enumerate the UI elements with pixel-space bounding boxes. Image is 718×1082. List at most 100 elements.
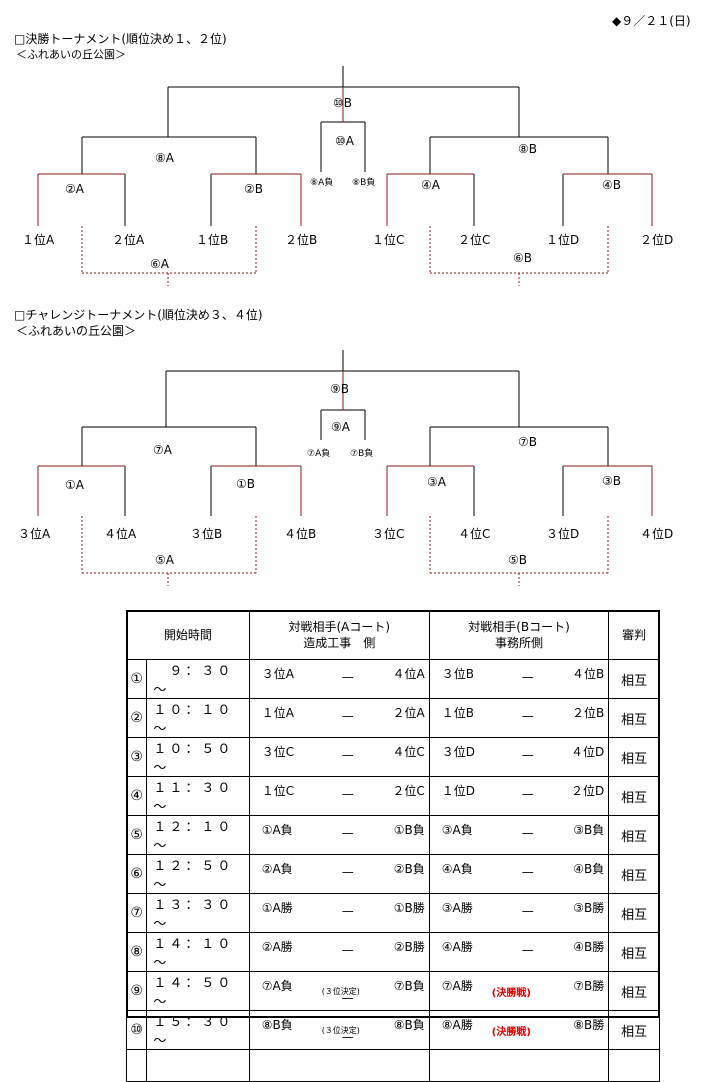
referee: 相互 [608,854,660,894]
start-time: １５：３０～ [146,1010,250,1050]
t2-q4-label: ③B [602,474,621,488]
team-right: ④B負 [573,861,605,876]
t1-cons1-label: ⑥A [150,257,169,271]
t2-mid-label: ⑨A [331,420,350,434]
referee: 相互 [608,659,660,699]
referee: 相互 [608,1010,660,1050]
court-b-match: ３位B—４位B [428,659,610,699]
t2-lsemi-label: ⑦A [153,443,172,457]
team-right: ４位D [571,744,605,759]
match-note: (３位決定) [321,986,360,996]
t1-team-4: ２位B [285,233,318,247]
team-right: ⑦B負 [393,978,425,993]
t1-lsemi-label: ⑧A [155,151,174,165]
referee: 相互 [608,815,660,855]
t2-team-4: ４位B [284,527,317,541]
match-number: ⑦ [125,893,148,933]
t2-q2-label: ①B [236,477,255,491]
versus-dash: — [341,825,354,840]
schedule-table: 開始時間 対戦相手(Aコート)造成工事 側 対戦相手(Bコート)事務所側 審判 … [125,610,660,1082]
t1-team-7: １位D [546,233,580,247]
schedule-row-empty [125,1049,660,1082]
team-left: ３位B [441,666,474,681]
t2-cons2-label: ⑤B [508,553,527,567]
court-a-match: ②A負—②B負 [248,854,430,894]
referee: 相互 [608,932,660,972]
t1-team-8: ２位D [640,233,674,247]
tournament2-title: □チャレンジトーナメント(順位決め３、４位) [14,308,263,322]
court-a-match: ⑧B負(３位決定)—⑧B負 [248,1010,430,1050]
t1-team-1: １位A [22,233,55,247]
court-b-match: ３位D—４位D [428,737,610,777]
referee: 相互 [608,698,660,738]
t1-mid-label: ⑩A [335,134,354,148]
final-note: (決勝戦) [491,987,531,999]
t2-team-6: ４位C [458,527,491,541]
court-a-match: ①A負 — ①B負 [248,815,430,855]
team-right: ①B負 [393,822,425,837]
start-time: １４：５０～ [146,971,250,1011]
court-b-match: ⑦A勝(決勝戦)⑦B勝 [428,971,610,1011]
tournament2-bracket [37,350,653,586]
t1-rsemi-label: ⑧B [518,142,537,156]
t1-lose-a: ⑧A負 [310,178,334,188]
court-a-match: ３位A—４位A [248,659,430,699]
t1-cons2-label: ⑥B [513,251,532,265]
t2-team-2: ４位A [104,527,137,541]
header-court-b: 対戦相手(Bコート)事務所側 [428,610,610,660]
t2-lose-b: ⑦B負 [350,449,374,459]
team-right: ４位A [392,666,425,681]
team-right: ①B勝 [393,900,425,915]
header-referee: 審判 [608,610,660,660]
t2-team-5: ３位C [372,527,405,541]
team-right: ⑧B負 [393,1017,425,1032]
team-left: １位D [441,783,476,798]
versus-dash: — [341,903,354,918]
team-right: ⑧B勝 [573,1017,605,1032]
t1-team-2: ２位A [112,233,145,247]
versus-dash: — [521,669,534,684]
start-time: １２：５０～ [146,854,250,894]
team-right: ②B勝 [393,939,425,954]
team-left: ④A勝 [441,939,473,954]
court-b-match: ③A勝—③B勝 [428,893,610,933]
match-number: ⑤ [125,815,148,855]
team-left: ②A勝 [261,939,293,954]
referee: 相互 [608,737,660,777]
t1-team-5: １位C [372,233,405,247]
team-left: ①A負 [261,822,293,837]
t1-q1-label: ②A [65,182,84,196]
match-number: ⑨ [125,971,148,1011]
tournament1-title: □決勝トーナメント(順位決め１、２位) [14,32,227,46]
match-number: ⑩ [125,1010,148,1050]
tournament1-bracket [37,66,653,286]
team-right: ⑦B勝 [573,978,605,993]
team-left: ③A勝 [441,900,473,915]
t1-team-6: ２位C [458,233,491,247]
t2-team-7: ３位D [546,527,580,541]
t2-team-3: ３位B [190,527,223,541]
t1-team-3: １位B [196,233,229,247]
start-time: １１：３０～ [146,776,250,816]
versus-dash: — [521,708,534,723]
team-left: １位B [441,705,474,720]
team-left: ⑧A勝 [441,1017,473,1032]
t2-rsemi-label: ⑦B [518,435,537,449]
court-a-match: １位C—２位C [248,776,430,816]
header-court-a: 対戦相手(Aコート)造成工事 側 [248,610,430,660]
team-left: ⑦A負 [261,978,293,993]
match-number: ③ [125,737,148,777]
t2-final-label: ⑨B [330,382,349,396]
team-left: ①A勝 [261,900,293,915]
start-time: １４：１０～ [146,932,250,972]
court-b-match: ④A負—④B負 [428,854,610,894]
versus-dash: — [521,864,534,879]
